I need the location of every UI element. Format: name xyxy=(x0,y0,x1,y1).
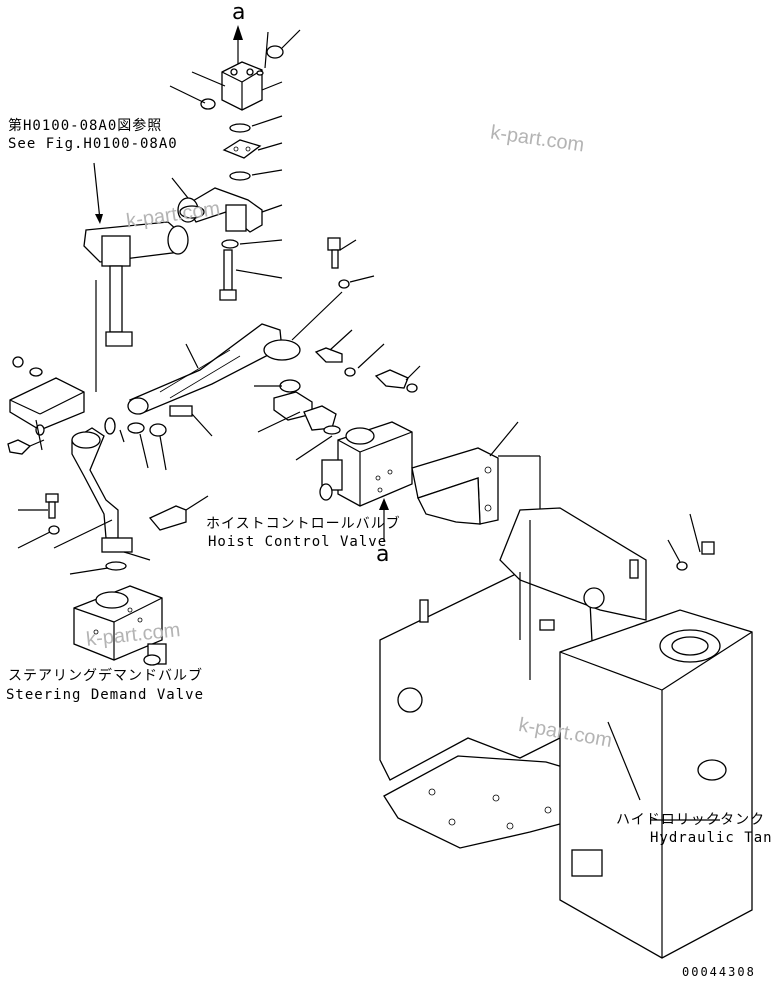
ref-letter-bottom: a xyxy=(376,542,390,567)
left-bracket xyxy=(7,280,97,455)
tee-pipe-reference xyxy=(83,162,189,347)
long-hose xyxy=(127,323,301,415)
hoist-flange xyxy=(254,379,341,461)
hyd-tank-label-jp: ハイドロリックタンク xyxy=(616,812,766,828)
steering-valve-label-jp: ステアリングデマンドバルブ xyxy=(8,668,203,684)
hoist-valve-label-jp: ホイストコントロールバルブ xyxy=(206,516,401,532)
hoist-control-valve xyxy=(319,421,413,542)
drawing-number: 00044308 xyxy=(682,965,756,979)
see-fig-label-en: See Fig.H0100-08A0 xyxy=(8,136,178,152)
main-frame xyxy=(379,507,753,959)
ref-letter-top: a xyxy=(232,0,246,25)
steering-valve-label-en: Steering Demand Valve xyxy=(6,687,205,703)
top-valve-block xyxy=(169,29,301,111)
hyd-tank-label-en: Hydraulic Tank xyxy=(650,830,773,846)
middle-clamps xyxy=(104,405,213,471)
hoist-valve-label-en: Hoist Control Valve xyxy=(208,534,388,550)
valve-bracket xyxy=(411,421,541,670)
lower-pipe xyxy=(17,427,209,575)
see-fig-label-jp: 第H0100-08A0図参照 xyxy=(8,118,163,134)
bent-pipe-upper xyxy=(171,177,283,301)
steering-demand-valve xyxy=(73,585,167,666)
hose-bolts xyxy=(291,237,421,393)
upper-seals xyxy=(222,115,283,181)
